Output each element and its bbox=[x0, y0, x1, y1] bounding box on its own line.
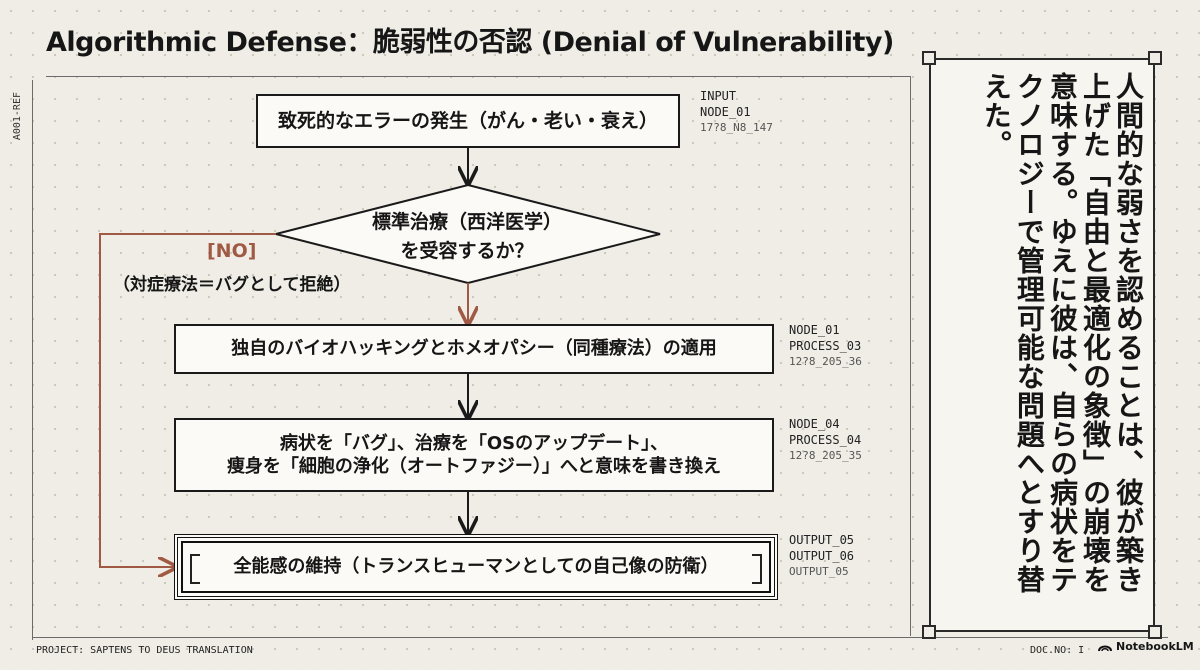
decision-line-1: 標準治療（西洋医学） bbox=[371, 211, 562, 233]
panel-corner-decoration bbox=[1148, 51, 1162, 65]
tag-line: NODE_01 bbox=[789, 323, 840, 337]
tag-line: NODE_01 bbox=[700, 104, 751, 119]
footer-project: PROJECT: SAPTENS TO DEUS TRANSLATION bbox=[36, 645, 253, 656]
node-reframing-line-2: 痩身を「細胞の浄化（オートファジー）」へと意味を書き換え bbox=[226, 456, 722, 477]
decision-line-2: を受容するか？ bbox=[400, 239, 534, 262]
node-biohacking: 独自のバイオハッキングとホメオパシー（同種療法）の適用 bbox=[174, 324, 774, 374]
frame-bottom-line bbox=[32, 637, 1168, 638]
panel-corner-decoration bbox=[922, 51, 936, 65]
bracket-right-decoration bbox=[752, 554, 762, 584]
node-omnipotence-tag: OUTPUT_05 OUTPUT_06 OUTPUT_05 bbox=[789, 533, 854, 579]
frame-left-line bbox=[32, 80, 33, 640]
no-branch-connector bbox=[99, 233, 276, 567]
tag-line: PROCESS_03 bbox=[789, 338, 862, 353]
no-branch-note: （対症療法＝バグとして拒絶） bbox=[113, 275, 351, 295]
side-commentary-panel: 人間的な弱さを認めることは、彼が築き上げた「自由と最適化の象徴」の崩壊を意味する… bbox=[929, 58, 1155, 632]
tag-line: OUTPUT_05 bbox=[789, 533, 855, 547]
frame-top-line bbox=[46, 76, 911, 77]
frame-right-line bbox=[910, 76, 911, 636]
node-reframing-tag: NODE_04 PROCESS_04 12?8_205_35 bbox=[789, 417, 862, 463]
footer-doc-no: DOC.NO: I bbox=[1030, 645, 1085, 656]
node-reframing: 病状を「バグ」、治療を「OSのアップデート」、 痩身を「細胞の浄化（オートファジ… bbox=[174, 418, 774, 492]
notebooklm-icon bbox=[1098, 645, 1112, 651]
tag-line: 17?8_N8_147 bbox=[700, 120, 773, 134]
bracket-left-decoration bbox=[190, 554, 200, 584]
no-branch-label: [NO] bbox=[207, 240, 257, 262]
node-fatal-error-text: 致死的なエラーの発生（がん・老い・衰え） bbox=[277, 109, 658, 132]
node-fatal-error-tag: INPUT NODE_01 17?8_N8_147 bbox=[700, 89, 773, 135]
page-title: Algorithmic Defense：脆弱性の否認 (Denial of Vu… bbox=[46, 27, 894, 58]
tag-line: 12?8_205_35 bbox=[789, 448, 862, 462]
panel-corner-decoration bbox=[1148, 625, 1162, 639]
notebooklm-logo-text: NotebookLM bbox=[1116, 640, 1194, 653]
node-reframing-line-1: 病状を「バグ」、治療を「OSのアップデート」、 bbox=[279, 432, 669, 454]
tag-line: OUTPUT_05 bbox=[789, 564, 849, 578]
node-biohacking-text: 独自のバイオハッキングとホメオパシー（同種療法）の適用 bbox=[231, 338, 717, 360]
node-reframing-text: 病状を「バグ」、治療を「OSのアップデート」、 痩身を「細胞の浄化（オートファジ… bbox=[227, 432, 721, 479]
panel-corner-decoration bbox=[922, 625, 936, 639]
node-omnipotence: 全能感の維持（トランスヒューマンとしての自己像の防衛） bbox=[174, 534, 778, 600]
node-omnipotence-text: 全能感の維持（トランスヒューマンとしての自己像の防衛） bbox=[233, 556, 719, 578]
tag-line: NODE_04 bbox=[789, 417, 840, 431]
side-commentary-text: 人間的な弱さを認めることは、彼が築き上げた「自由と最適化の象徴」の崩壊を意味する… bbox=[979, 72, 1145, 594]
tag-line: PROCESS_04 bbox=[789, 432, 862, 447]
tag-line: INPUT bbox=[700, 89, 737, 103]
node-biohacking-tag: NODE_01 PROCESS_03 12?8_205_36 bbox=[789, 323, 862, 369]
node-fatal-error: 致死的なエラーの発生（がん・老い・衰え） bbox=[256, 94, 680, 148]
notebooklm-logo: NotebookLM bbox=[1098, 640, 1194, 653]
tag-line: OUTPUT_06 bbox=[789, 548, 855, 563]
tag-line: 12?8_205_36 bbox=[789, 354, 862, 368]
decision-text: 標準治療（西洋医学） を受容するか？ bbox=[275, 208, 659, 265]
